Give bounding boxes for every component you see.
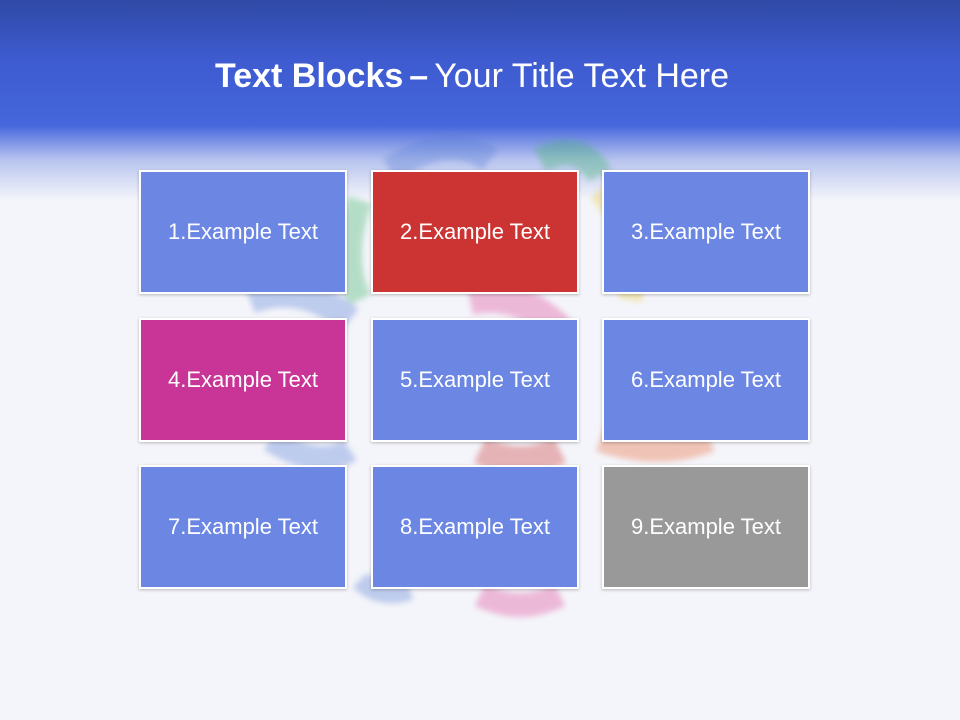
text-block-8[interactable]: 8.Example Text bbox=[371, 465, 579, 589]
title-separator: – bbox=[409, 57, 429, 95]
text-block-2[interactable]: 2.Example Text bbox=[371, 170, 579, 294]
text-block-7[interactable]: 7.Example Text bbox=[139, 465, 347, 589]
text-block-5[interactable]: 5.Example Text bbox=[371, 318, 579, 442]
text-block-4[interactable]: 4.Example Text bbox=[139, 318, 347, 442]
text-block-1[interactable]: 1.Example Text bbox=[139, 170, 347, 294]
text-block-3[interactable]: 3.Example Text bbox=[602, 170, 810, 294]
title-rest-part: Your Title Text Here bbox=[434, 57, 730, 95]
title-bold-part: Text Blocks bbox=[214, 57, 404, 95]
slide-title: Text Blocks–Your Title Text Here bbox=[0, 55, 944, 97]
header-band bbox=[0, 0, 960, 200]
text-block-9[interactable]: 9.Example Text bbox=[602, 465, 810, 589]
text-block-6[interactable]: 6.Example Text bbox=[602, 318, 810, 442]
text-block-grid: 1.Example Text 2.Example Text 3.Example … bbox=[139, 170, 815, 594]
